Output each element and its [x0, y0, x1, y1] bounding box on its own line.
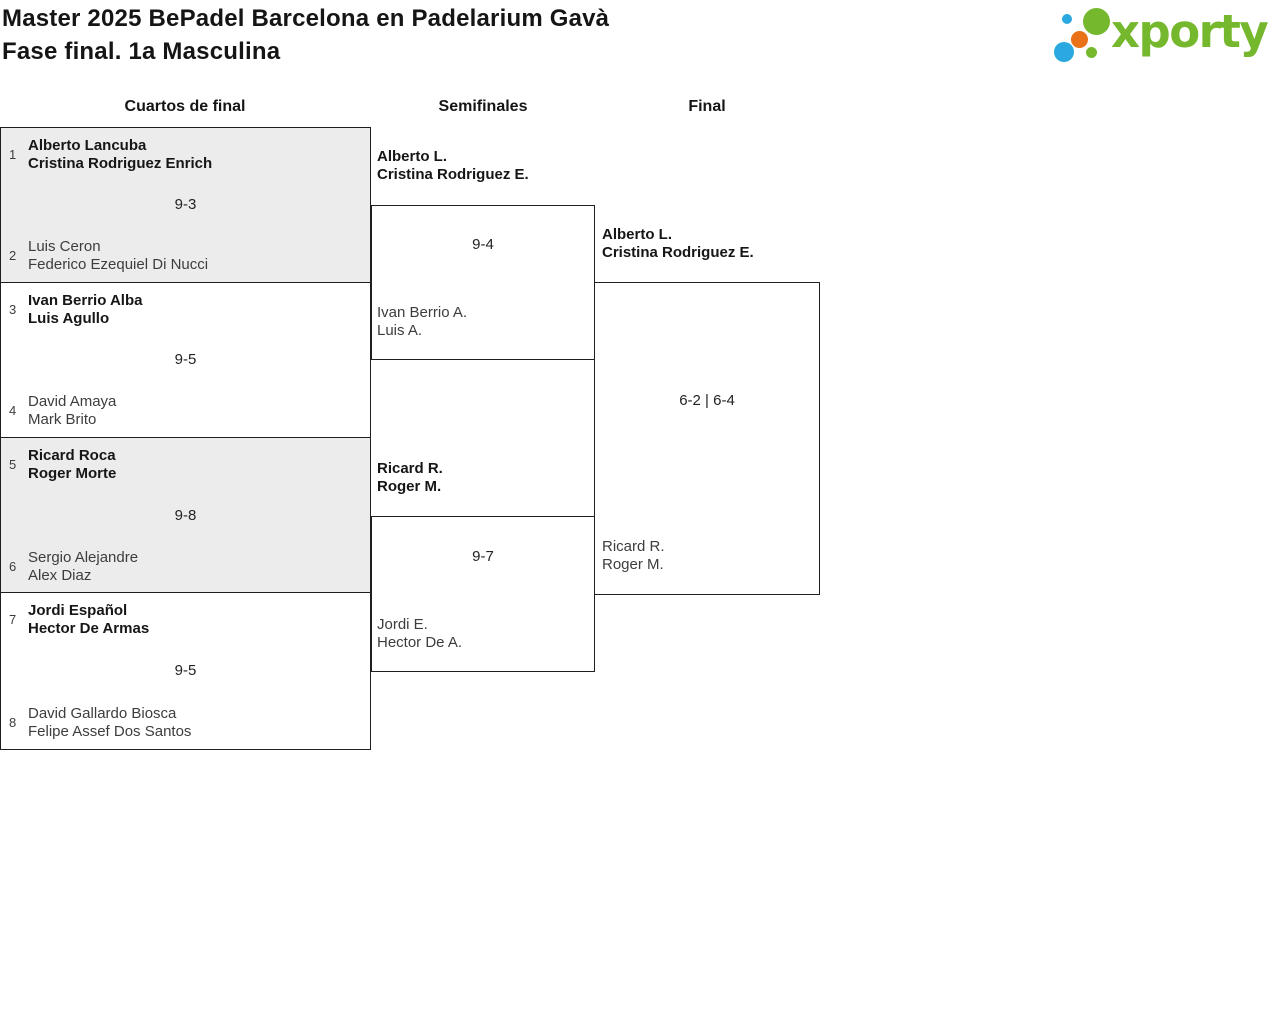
semifinal-match-2[interactable] [371, 516, 595, 672]
player-name: Luis Agullo [28, 310, 110, 327]
player-name: David Amaya [28, 393, 117, 410]
team-names-loser: Ivan Berrio A. Luis A. [377, 304, 467, 340]
player-name: Alberto L. [377, 148, 447, 165]
player-name: Hector De A. [377, 634, 463, 651]
player-name: Luis A. [377, 322, 423, 339]
round-header-semifinals: Semifinales [438, 98, 528, 115]
round-header-final: Final [688, 98, 726, 115]
final-match[interactable] [594, 282, 820, 595]
player-name: Roger M. [602, 556, 664, 573]
player-name: Alex Diaz [28, 567, 92, 584]
team-names-winner: Ivan Berrio Alba Luis Agullo [28, 292, 142, 328]
logo-wordmark: xporty [1111, 5, 1269, 58]
player-name: Federico Ezequiel Di Nucci [28, 256, 209, 273]
quarterfinal-match-4[interactable]: 7 Jordi Español Hector De Armas 9-5 8 Da… [0, 592, 371, 750]
team-names-winner: Ricard Roca Roger Morte [28, 447, 116, 483]
match-score: 9-3 [174, 196, 197, 213]
player-name: Luis Ceron [28, 238, 101, 255]
player-name: Felipe Assef Dos Santos [28, 723, 192, 740]
round-header-quarterfinals: Cuartos de final [124, 98, 246, 115]
player-name: Alberto L. [602, 226, 672, 243]
match-score: 9-5 [174, 351, 197, 368]
logo-dot-green-large-icon [1083, 8, 1110, 35]
seed-number: 6 [9, 559, 17, 574]
match-score: 9-4 [472, 236, 494, 253]
match-score: 9-8 [174, 506, 197, 524]
team-names-winner: Alberto Lancuba Cristina Rodriguez Enric… [28, 137, 212, 173]
team-names-winner: Ricard R. Roger M. [377, 460, 443, 496]
quarterfinal-match-3[interactable]: 5 Ricard Roca Roger Morte 9-8 6 Sergio A… [0, 437, 371, 594]
tournament-title: Master 2025 BePadel Barcelona en Padelar… [2, 5, 610, 32]
player-name: Sergio Alejandre [28, 549, 139, 566]
team-names-loser: David Amaya Mark Brito [28, 393, 116, 429]
team-names-winner: Alberto L. Cristina Rodriguez E. [377, 148, 529, 184]
match-score: 9-7 [472, 548, 494, 565]
logo-dot-blue-large-icon [1054, 42, 1074, 62]
player-name: Ricard R. [602, 538, 665, 555]
player-name: Alberto Lancuba [28, 137, 147, 154]
team-names-loser: David Gallardo Biosca Felipe Assef Dos S… [28, 705, 191, 741]
quarterfinal-match-2[interactable]: 3 Ivan Berrio Alba Luis Agullo 9-5 4 Dav… [0, 282, 371, 438]
seed-number: 7 [9, 612, 17, 627]
phase-subtitle: Fase final. 1a Masculina [2, 38, 281, 65]
team-names-winner: Jordi Español Hector De Armas [28, 602, 149, 638]
page-title: Master 2025 BePadel Barcelona en Padelar… [2, 2, 609, 68]
logo-dot-orange-icon [1071, 31, 1088, 48]
seed-number: 3 [9, 302, 17, 317]
seed-number: 4 [9, 403, 17, 418]
player-name: Ivan Berrio Alba [28, 292, 143, 309]
player-name: Hector De Armas [28, 620, 150, 637]
player-name: David Gallardo Biosca [28, 705, 177, 722]
player-name: Cristina Rodriguez E. [377, 166, 529, 183]
player-name: Cristina Rodriguez E. [602, 244, 754, 261]
seed-number: 8 [9, 715, 17, 730]
seed-number: 1 [9, 147, 17, 162]
player-name: Ricard Roca [28, 447, 116, 464]
player-name: Jordi Español [28, 602, 128, 619]
seed-number: 5 [9, 457, 17, 472]
match-score: 9-5 [174, 662, 197, 679]
logo-dot-blue-small-icon [1062, 14, 1072, 24]
player-name: Ivan Berrio A. [377, 304, 468, 321]
player-name: Roger M. [377, 478, 442, 495]
team-names-loser: Jordi E. Hector De A. [377, 616, 462, 652]
player-name: Jordi E. [377, 616, 428, 633]
team-names-loser: Luis Ceron Federico Ezequiel Di Nucci [28, 238, 208, 274]
semifinal-match-1[interactable] [371, 205, 595, 360]
team-names-winner: Alberto L. Cristina Rodriguez E. [602, 226, 754, 262]
xporty-logo[interactable]: xporty [1045, 0, 1280, 78]
player-name: Roger Morte [28, 465, 117, 482]
match-score: 6-2 | 6-4 [679, 392, 735, 409]
team-names-loser: Ricard R. Roger M. [602, 538, 665, 574]
team-names-loser: Sergio Alejandre Alex Diaz [28, 549, 138, 585]
player-name: Ricard R. [377, 460, 443, 477]
quarterfinal-match-1[interactable]: 1 Alberto Lancuba Cristina Rodriguez Enr… [0, 127, 371, 283]
seed-number: 2 [9, 248, 17, 263]
player-name: Cristina Rodriguez Enrich [28, 155, 213, 172]
player-name: Mark Brito [28, 411, 97, 428]
logo-dot-green-small-icon [1086, 47, 1097, 58]
